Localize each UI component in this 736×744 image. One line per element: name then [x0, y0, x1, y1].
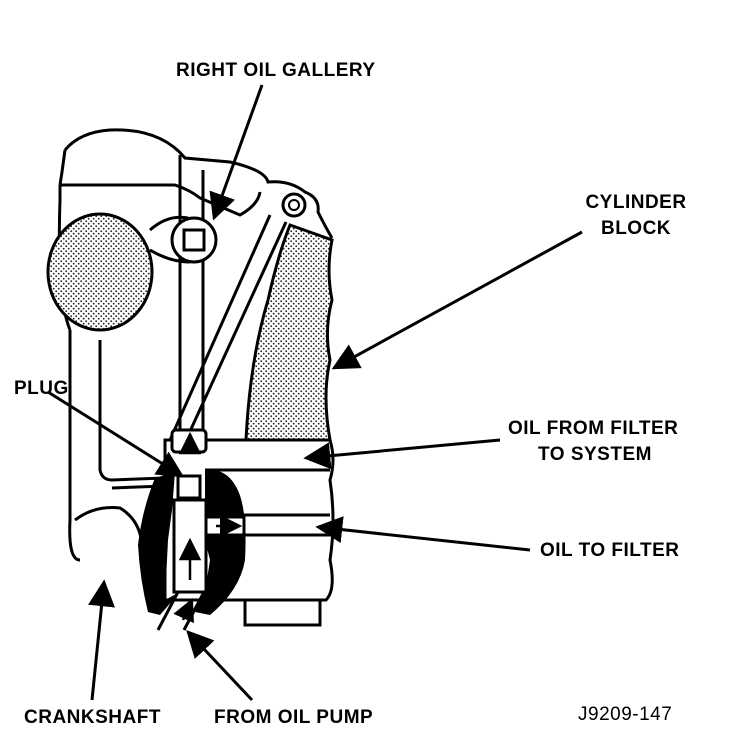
bolt-hole: [281, 192, 307, 218]
leader-arrows: [47, 84, 583, 702]
gallery-fitting: [149, 215, 218, 264]
label-oil-to-filter: OIL TO FILTER: [540, 540, 680, 561]
label-cylinder-block-line2: BLOCK: [600, 218, 672, 239]
internal-flow-arrows: [173, 431, 243, 624]
label-plug: PLUG: [14, 378, 69, 399]
diagonal-passage: [168, 214, 288, 441]
label-oil-from-filter-line2: TO SYSTEM: [538, 444, 652, 465]
gallery-passage: [178, 155, 205, 440]
cylinder-bore-left: [46, 212, 154, 332]
oil-pump-tube: [156, 591, 206, 631]
label-from-oil-pump: FROM OIL PUMP: [214, 707, 374, 728]
label-cylinder-block-line1: CYLINDER: [585, 192, 687, 213]
label-oil-from-filter-line1: OIL FROM FILTER: [508, 418, 679, 439]
label-crankshaft: CRANKSHAFT: [24, 707, 161, 728]
label-right-oil-gallery: RIGHT OIL GALLERY: [176, 60, 376, 81]
cylinder-wall-right: [244, 223, 334, 442]
label-figure-id: J9209-147: [578, 704, 673, 725]
casting-section-solid: [138, 469, 246, 615]
